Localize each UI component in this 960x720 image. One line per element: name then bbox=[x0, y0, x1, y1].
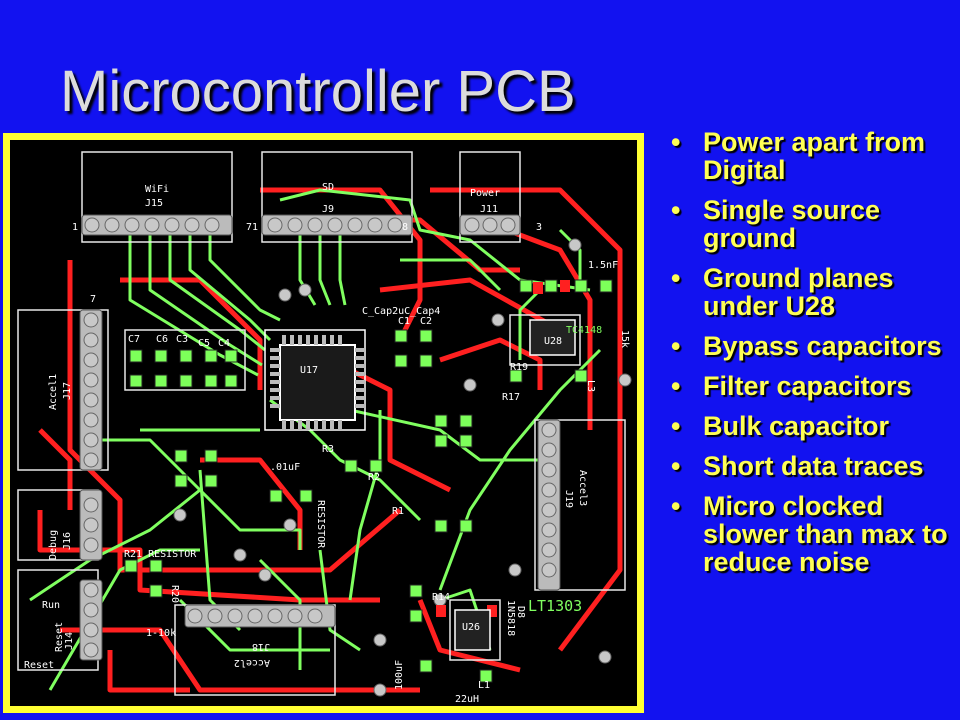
u26-chip bbox=[454, 609, 491, 651]
label-j9: J9 bbox=[322, 204, 334, 215]
u28-chip bbox=[529, 319, 576, 356]
label-r17: R17 bbox=[502, 392, 520, 403]
label-01uf: .01uF bbox=[270, 462, 300, 473]
bullet-dot-icon: • bbox=[671, 451, 681, 481]
label-j11: J11 bbox=[480, 204, 498, 215]
pcb-layout-image: WiFi J15 SD J9 Power J11 Accel1 J17 Debu… bbox=[3, 133, 644, 713]
label-cap-footprint: C_Cap2uC_Cap4 bbox=[362, 306, 440, 317]
label-r14: R14 bbox=[432, 592, 450, 603]
label-c3: C3 bbox=[176, 334, 188, 345]
label-j18: J18 bbox=[252, 641, 270, 652]
bullet-dot-icon: • bbox=[671, 371, 681, 401]
label-c4: C4 bbox=[218, 338, 230, 349]
bullet-item: •Micro clocked slower than max to reduce… bbox=[671, 491, 948, 577]
u17-chip bbox=[270, 335, 365, 430]
label-c2: C2 bbox=[420, 316, 432, 327]
label-reset: Reset bbox=[24, 660, 54, 671]
label-u26: U26 bbox=[462, 622, 480, 633]
bullet-item: •Short data traces bbox=[671, 451, 924, 481]
silkscreen-labels: WiFi J15 SD J9 Power J11 Accel1 J17 Debu… bbox=[24, 182, 630, 705]
bullet-item: •Power apart from Digital bbox=[671, 127, 926, 185]
label-pin-8: 8 bbox=[402, 222, 408, 233]
label-15nf: 1.5nF bbox=[588, 260, 618, 271]
label-sd: SD bbox=[322, 182, 334, 193]
label-debug: Debug bbox=[48, 530, 59, 560]
bullet-item: •Single source ground bbox=[671, 195, 881, 253]
slide-title: Microcontroller PCB bbox=[60, 59, 576, 124]
label-j15: J15 bbox=[145, 198, 163, 209]
bullet-item: •Bypass capacitors bbox=[671, 331, 942, 361]
label-r20: R20 bbox=[169, 585, 180, 603]
vias bbox=[83, 217, 632, 697]
bullet-dot-icon: • bbox=[671, 411, 681, 441]
label-l1: L1 bbox=[478, 680, 490, 691]
label-resistor: RESISTOR bbox=[315, 500, 326, 549]
bullet-list: •Power apart from Digital •Single source… bbox=[667, 128, 957, 588]
label-100uf: 100uF bbox=[394, 660, 405, 690]
bullet-dot-icon: • bbox=[671, 331, 681, 361]
label-l3: L3 bbox=[585, 380, 596, 392]
label-power: Power bbox=[470, 188, 500, 199]
label-j16: J16 bbox=[62, 532, 73, 550]
label-pin-71: 71 bbox=[246, 222, 258, 233]
label-c5: C5 bbox=[198, 338, 210, 349]
bullet-dot-icon: • bbox=[671, 195, 681, 225]
label-c7: C7 bbox=[128, 334, 140, 345]
label-accel1: Accel1 bbox=[48, 374, 59, 410]
label-pin-1: 1 bbox=[72, 222, 78, 233]
label-pin-3: 3 bbox=[536, 222, 542, 233]
bullet-item: •Bulk capacitor bbox=[671, 411, 890, 441]
bullet-dot-icon: • bbox=[671, 491, 681, 521]
label-accel3: Accel3 bbox=[577, 470, 588, 506]
label-c1: C1 bbox=[398, 316, 410, 327]
label-tc4148: TC4148 bbox=[566, 325, 602, 336]
label-run: Run bbox=[42, 600, 60, 611]
label-pin-7: 7 bbox=[90, 294, 96, 305]
label-lt1303: LT1303 bbox=[528, 597, 582, 615]
label-d8: D8 bbox=[515, 606, 526, 618]
label-r3: R3 bbox=[322, 444, 334, 455]
label-j17: J17 bbox=[62, 382, 73, 400]
label-wifi: WiFi bbox=[145, 184, 169, 195]
component-pads bbox=[124, 279, 613, 683]
label-r1: R1 bbox=[392, 506, 404, 517]
label-15k: 15k bbox=[619, 330, 630, 348]
label-r21: R21 RESISTOR bbox=[124, 549, 197, 560]
label-r2: R2 bbox=[368, 472, 380, 483]
bullet-item: •Ground planes under U28 bbox=[671, 263, 894, 321]
label-j19: J19 bbox=[563, 490, 574, 508]
label-22uh: 22uH bbox=[455, 694, 479, 705]
label-u17: U17 bbox=[300, 365, 318, 376]
label-r19: R19 bbox=[510, 362, 528, 373]
bullet-item: •Filter capacitors bbox=[671, 371, 912, 401]
label-1n5818: 1N5818 bbox=[505, 600, 516, 636]
label-accel2: Accel2 bbox=[234, 657, 270, 668]
red-traces bbox=[37, 187, 623, 693]
bullet-dot-icon: • bbox=[671, 127, 681, 157]
label-1-10k: 1-10k bbox=[146, 628, 176, 639]
red-pads bbox=[436, 280, 570, 617]
label-j14: J14 bbox=[64, 632, 75, 650]
label-c6: C6 bbox=[156, 334, 168, 345]
label-u28: U28 bbox=[544, 336, 562, 347]
bullet-dot-icon: • bbox=[671, 263, 681, 293]
label-reset-vertical: Reset bbox=[54, 622, 65, 652]
